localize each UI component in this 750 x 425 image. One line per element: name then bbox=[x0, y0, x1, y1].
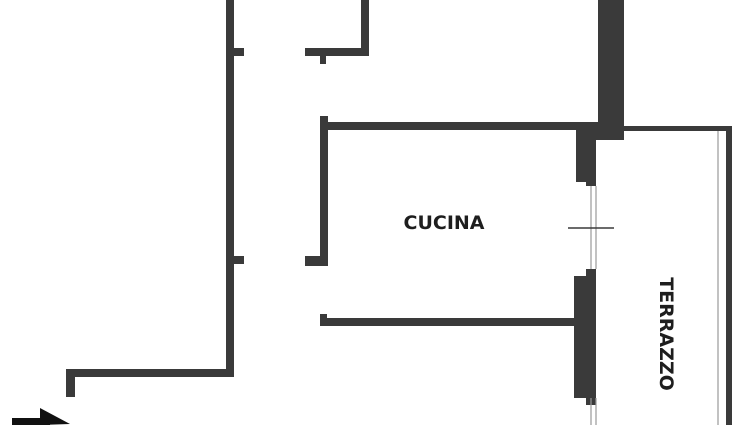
wall-bottom-left bbox=[66, 369, 234, 377]
wall-kitchen-bottom-jamb bbox=[320, 314, 327, 326]
wall-stub-upper bbox=[234, 48, 244, 56]
wall-terrace-top bbox=[624, 126, 732, 131]
wall-kitchen-top bbox=[320, 122, 582, 130]
wall-corridor-left bbox=[226, 0, 234, 377]
entrance-arrow-icon bbox=[12, 408, 70, 425]
wall-kitchen-right-lower-top bbox=[586, 269, 596, 279]
wall-kitchen-right-lower bbox=[574, 276, 596, 398]
wall-upper-room-jamb bbox=[320, 48, 326, 64]
wall-kitchen-bottom bbox=[320, 318, 578, 326]
wall-upper-room-vertical bbox=[361, 0, 369, 56]
wall-kitchen-left-jamb bbox=[305, 256, 328, 266]
wall-kitchen-left bbox=[320, 116, 328, 266]
glazing bbox=[590, 131, 719, 425]
wall-kitchen-right-upper-tip bbox=[586, 176, 596, 186]
wall-upper-room-bottom bbox=[305, 48, 369, 56]
walls bbox=[66, 0, 732, 425]
wall-entrance-jamb bbox=[66, 369, 75, 397]
wall-stub-lower bbox=[234, 256, 244, 264]
room-label-terrazzo: TERRAZZO bbox=[655, 277, 677, 391]
wall-terrace-right bbox=[726, 126, 732, 425]
wall-column bbox=[598, 0, 624, 140]
room-label-cucina: CUCINA bbox=[404, 212, 485, 234]
wall-kitchen-right-upper bbox=[576, 122, 596, 182]
